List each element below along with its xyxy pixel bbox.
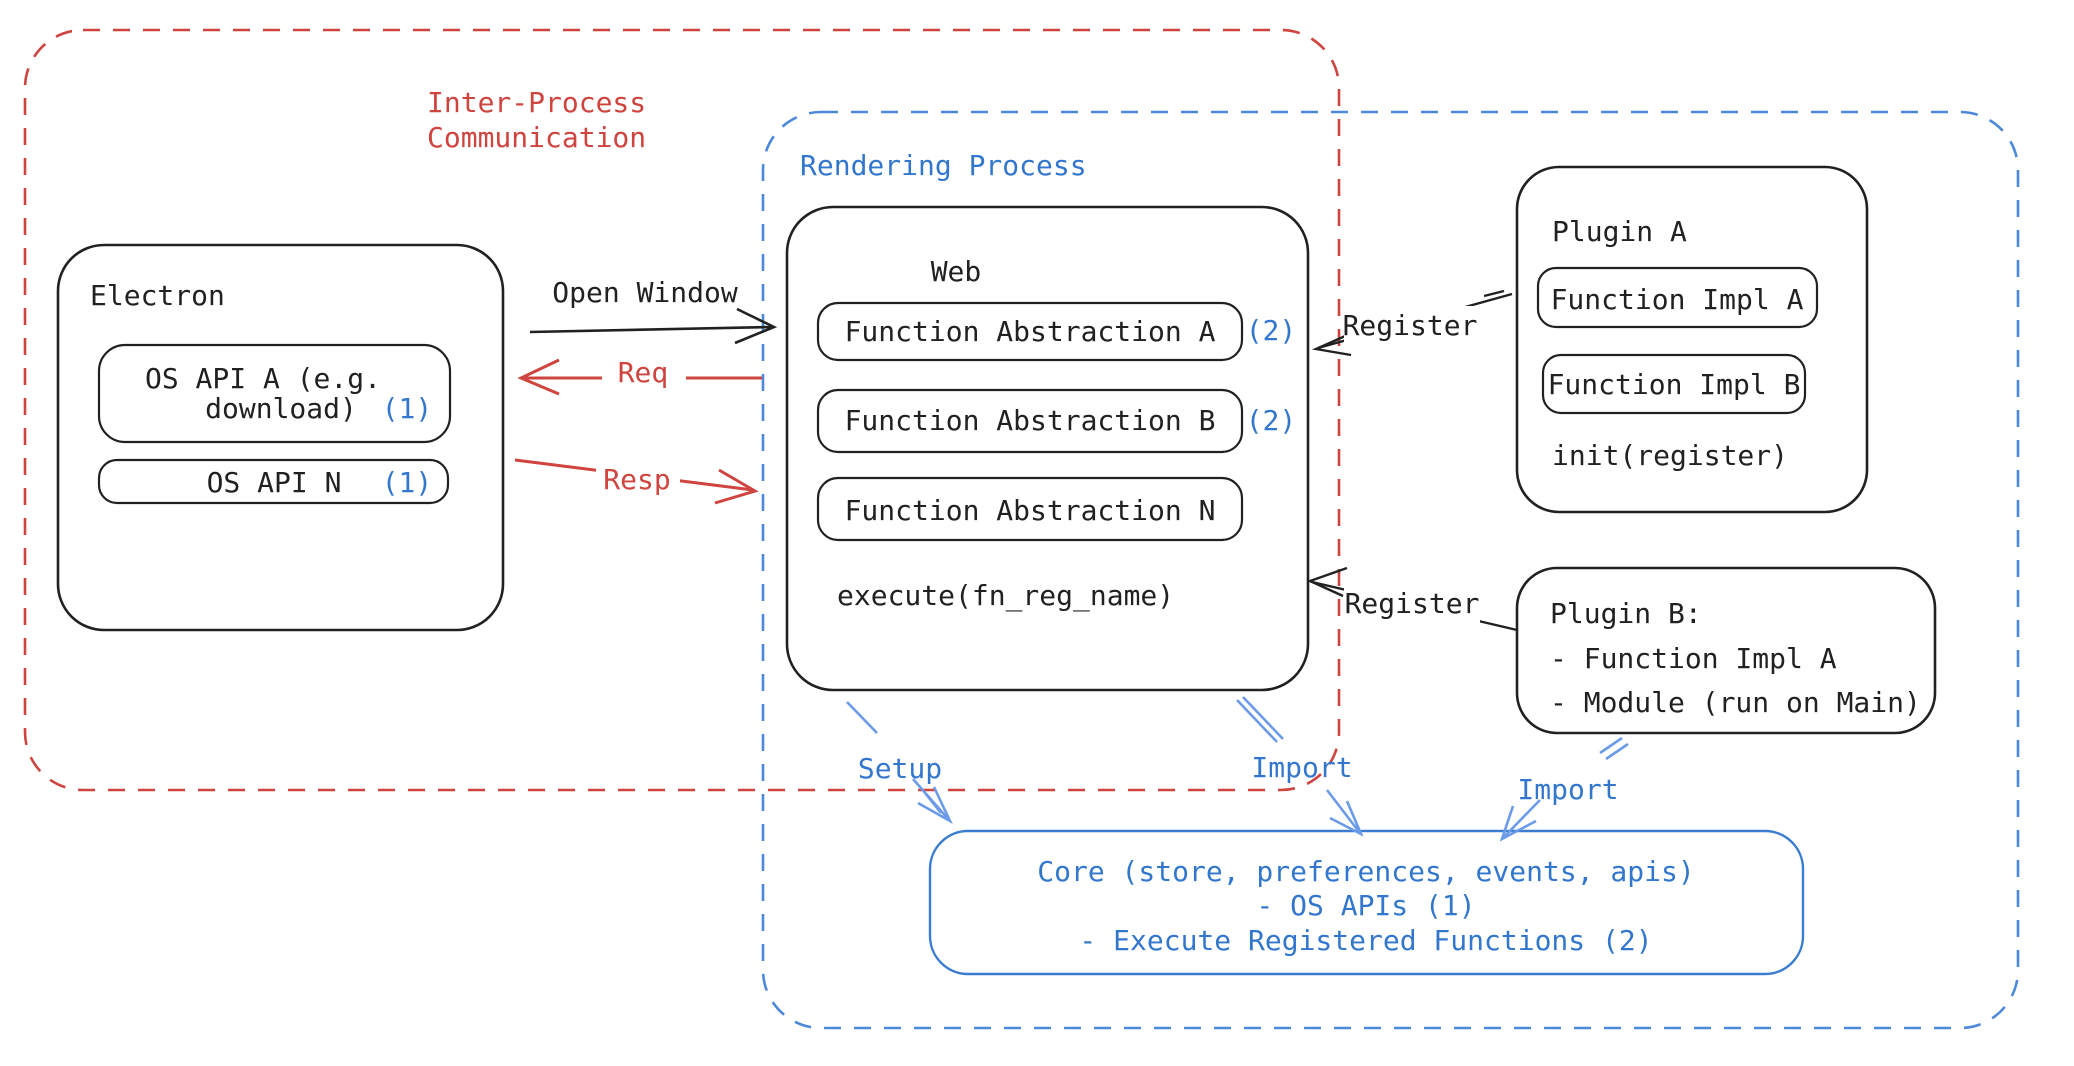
fn-impl-a-label: Function Impl A [1551,283,1804,316]
plugin-b-label-line2: - Function Impl A [1550,642,1837,675]
ipc-region-label-line2: Communication [427,121,646,154]
fn-impl-b-label: Function Impl B [1548,368,1801,401]
os-api-n-badge: (1) [382,466,433,499]
plugin-a-label: Plugin A [1552,215,1687,248]
rendering-process-region-box [761,110,2020,1030]
req-label-bg [602,352,686,396]
fn-abstraction-a-badge: (2) [1246,314,1297,347]
req-label: Req [618,356,669,389]
resp-label: Resp [603,463,670,496]
rendering-process-label: Rendering Process [800,149,1087,182]
open-window-arrow [529,307,778,345]
plugin-b-label-line3: - Module (run on Main) [1550,686,1921,719]
plugin-b-box [1515,566,1937,735]
core-label-line1: Core (store, preferences, events, apis) [1037,855,1694,888]
register-plugin-b-label: Register [1345,587,1480,620]
plugin-a-box [1515,165,1869,514]
os-api-a-label-line1: OS API A (e.g. [145,362,381,395]
fn-abstraction-a-label: Function Abstraction A [845,315,1216,348]
register-a-label-bg [1344,306,1478,344]
electron-label: Electron [90,279,225,312]
register-b-label-bg [1344,585,1480,623]
os-api-a-badge: (1) [382,392,433,425]
import-web-label: Import [1251,751,1352,784]
ipc-region-box [23,28,1341,792]
import-web-arrow [1236,696,1364,837]
execute-label: execute(fn_reg_name) [837,579,1174,613]
plugin-a-init-label: init(register) [1552,439,1788,472]
core-label-line3: - Execute Registered Functions (2) [1079,924,1652,957]
os-api-a-box [97,343,452,444]
fn-impl-b-box [1541,353,1807,415]
ipc-region-label-line1: Inter-Process [427,86,646,119]
web-label: Web [931,255,982,288]
fn-abstraction-b-label: Function Abstraction B [845,404,1216,437]
import-plugin-b-label: Import [1517,773,1618,806]
fn-abstraction-a-box [816,301,1244,362]
setup-arrow [846,701,953,825]
fn-abstraction-n-box [816,476,1244,542]
setup-label: Setup [858,752,942,785]
register-plugin-a-label: Register [1343,309,1478,342]
core-label-line2: - OS APIs (1) [1256,889,1475,922]
import-plugin-b-arrow [1499,736,1629,842]
fn-abstraction-b-badge: (2) [1246,404,1297,437]
open-window-label: Open Window [552,276,738,309]
os-api-n-label: OS API N [207,466,342,499]
os-api-a-label-line2: download) [205,392,357,425]
os-api-n-box [97,458,450,505]
plugin-b-label-line1: Plugin B: [1550,597,1702,630]
fn-abstraction-b-box [816,388,1244,454]
core-box [928,829,1805,976]
fn-impl-a-box [1536,266,1819,329]
fn-abstraction-n-label: Function Abstraction N [845,494,1216,527]
resp-label-bg [596,458,680,500]
